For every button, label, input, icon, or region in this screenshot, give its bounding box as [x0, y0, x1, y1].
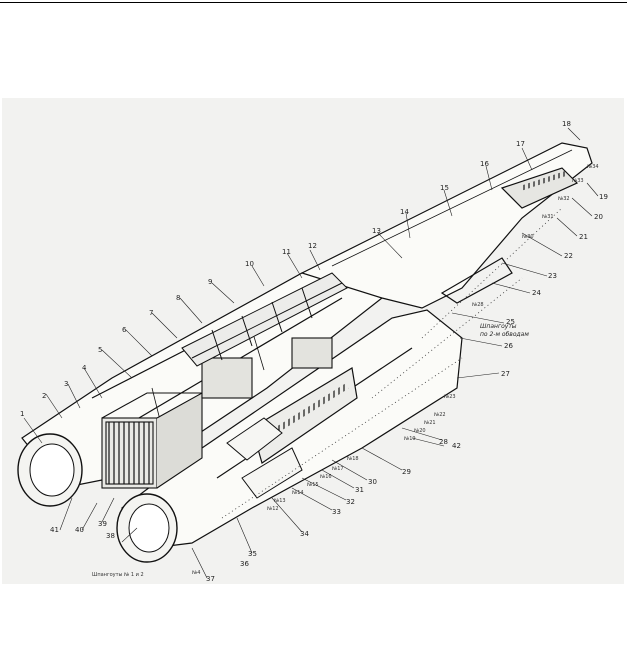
callout-4: 4 [82, 364, 87, 372]
callout-25: 25 [506, 318, 515, 326]
callout-39: 39 [98, 520, 107, 528]
right-intake [116, 493, 178, 563]
callout-31: 31 [355, 486, 364, 494]
callout-22: 22 [564, 252, 573, 260]
frame-label: №16 [320, 474, 332, 480]
callout-33: 33 [332, 508, 341, 516]
callout-6: 6 [122, 326, 127, 334]
frame-number-labels: №4 №12 №13 №14 №15 №16 №17 №18 №19 №20 №… [192, 164, 599, 576]
frame-label: №12 [267, 506, 279, 512]
note-right-line1: Шпангоуты [480, 323, 517, 330]
callout-34: 34 [300, 530, 309, 538]
frame-label: №32 [558, 196, 570, 202]
callout-8: 8 [176, 294, 180, 302]
note-right-text-2: по 2-м обводам [480, 331, 529, 338]
callout-38: 38 [106, 532, 115, 540]
callout-3: 3 [64, 380, 68, 388]
lower-panels [226, 417, 303, 499]
callout-27: 27 [501, 370, 510, 378]
right-nacelle [121, 309, 463, 549]
callout-14: 14 [400, 208, 409, 216]
callout-labels: 1 2 3 4 5 6 7 8 9 10 11 12 13 14 15 16 1… [20, 120, 608, 583]
callout-26: 26 [504, 342, 513, 350]
frame-label: №33 [572, 178, 584, 184]
callout-1: 1 [20, 410, 24, 418]
callout-37: 37 [206, 575, 215, 583]
frame-label: №22 [434, 412, 446, 418]
frame-label: №20 [414, 428, 426, 434]
frame-label: №13 [274, 498, 286, 504]
frame-label: №19 [404, 436, 416, 442]
callout-15: 15 [440, 184, 449, 192]
top-rule [0, 2, 627, 3]
nacelle-drawing: 1 2 3 4 5 6 7 8 9 10 11 12 13 14 15 16 1… [17, 120, 608, 583]
callout-16: 16 [480, 160, 489, 168]
callout-30: 30 [368, 478, 377, 486]
callout-12: 12 [308, 242, 317, 250]
left-intake [17, 433, 83, 507]
callout-13: 13 [372, 227, 381, 235]
upper-bay [181, 272, 348, 367]
rivet-lines [221, 207, 563, 519]
callout-20: 20 [594, 213, 603, 221]
frame-cage [101, 337, 333, 489]
callout-5: 5 [98, 346, 102, 354]
callout-11: 11 [282, 248, 291, 256]
callout-28: 28 [439, 438, 448, 446]
callout-2: 2 [42, 392, 46, 400]
callout-23: 23 [548, 272, 557, 280]
frame-label: №15 [307, 482, 319, 488]
frame-label: №18 [347, 456, 359, 462]
callout-18: 18 [562, 120, 571, 128]
callout-36: 36 [240, 560, 249, 568]
frame-label: №30 [522, 234, 534, 240]
callout-10: 10 [245, 260, 254, 268]
callout-7: 7 [149, 309, 153, 317]
frame-label: №34 [587, 164, 599, 170]
callout-35: 35 [248, 550, 257, 558]
callout-40: 40 [75, 526, 84, 534]
frame-label: №4 [192, 570, 200, 576]
engine-nacelle-diagram: 1 2 3 4 5 6 7 8 9 10 11 12 13 14 15 16 1… [2, 98, 624, 584]
callout-24: 24 [532, 289, 541, 297]
note-right-text: Шпангоуты [480, 323, 517, 330]
leader-lines [23, 127, 599, 579]
note-bottom-left: Шпангоуты № 1 и 2 [92, 572, 144, 578]
frame-label: №21 [424, 420, 436, 426]
callout-41: 41 [50, 526, 59, 534]
frame-label: №23 [444, 394, 456, 400]
frame-label: №31 [542, 214, 554, 220]
callout-9: 9 [208, 278, 212, 286]
callout-17: 17 [516, 140, 525, 148]
frame-label: №14 [292, 490, 304, 496]
callout-19: 19 [599, 193, 608, 201]
note-right-line2: по 2-м обводам [480, 331, 529, 338]
callout-29: 29 [402, 468, 411, 476]
frame-label: №28 [472, 302, 484, 308]
fuselage-tail-section [300, 142, 593, 309]
frame-label: №17 [332, 466, 344, 472]
callout-32: 32 [346, 498, 355, 506]
callout-42: 42 [452, 442, 461, 450]
callout-21: 21 [579, 233, 588, 241]
